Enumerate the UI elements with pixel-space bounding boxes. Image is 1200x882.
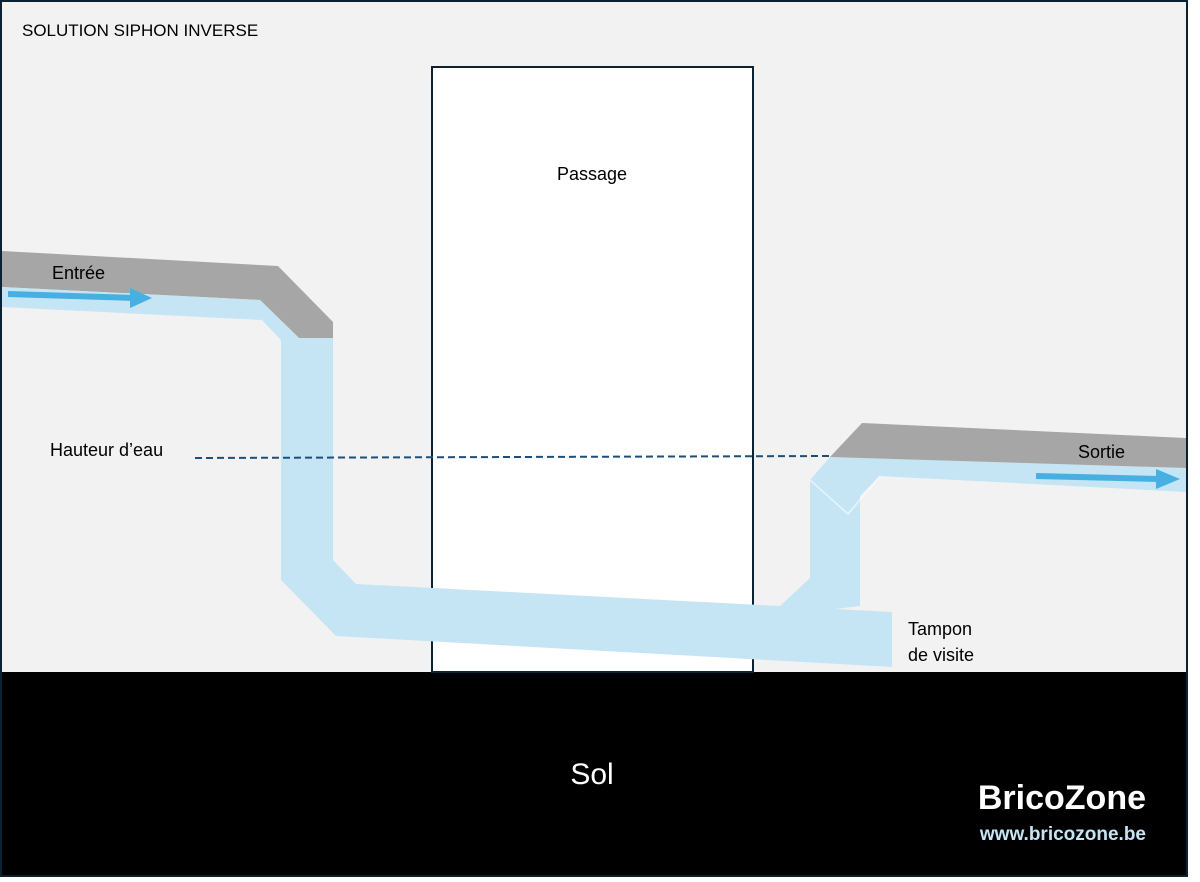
outlet-flow-arrow [1035, 469, 1180, 489]
outlet-pipe-wall [830, 423, 1186, 468]
ground-block [2, 672, 1186, 875]
passage-label: Passage [557, 164, 627, 184]
outlet-riser-channel [780, 457, 1186, 612]
entree-label: Entrée [52, 263, 105, 283]
water-level-line [194, 455, 831, 459]
riser-edge [809, 475, 881, 516]
brand-name: BricoZone [978, 779, 1146, 817]
tampon-label-line2: de visite [908, 645, 974, 665]
brand-url: www.bricozone.be [979, 824, 1146, 845]
passage-box [431, 66, 754, 673]
sortie-label: Sortie [1078, 442, 1125, 462]
sol-label: Sol [570, 758, 613, 791]
siphon-channel [2, 287, 892, 667]
tampon-label-line1: Tampon [908, 619, 972, 639]
inlet-flow-arrow [7, 288, 152, 308]
water-level-label: Hauteur d’eau [50, 440, 163, 460]
diagram-title: SOLUTION SIPHON INVERSE [22, 21, 258, 40]
